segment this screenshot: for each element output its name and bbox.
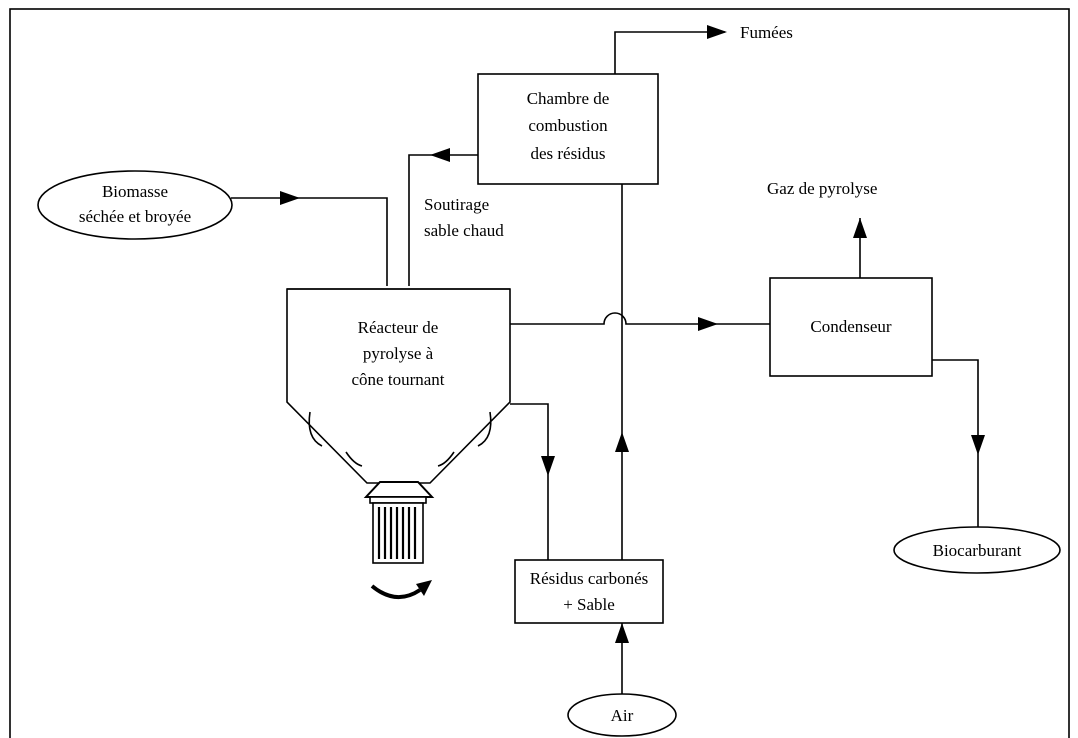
line-reactor-to-condenser [510, 312, 770, 325]
combustion-chamber-box [477, 73, 659, 185]
rotation-arrow-icon [370, 580, 432, 599]
reactor-label-line3: cône tournant [352, 370, 445, 389]
reactor-label-line2: pyrolyse à [363, 344, 434, 363]
hot-sand-label-line2: sable chaud [424, 221, 504, 240]
line-chamber-to-fumes [614, 31, 725, 74]
arrow-biomass [280, 191, 300, 205]
residues-label-line1: Résidus carbonés [530, 569, 649, 588]
arrow-hot-sand [430, 148, 450, 162]
biofuel-output-ellipse [893, 526, 1061, 574]
chamber-label-line3: des résidus [530, 144, 605, 163]
chamber-label-line1: Chambre de [527, 89, 610, 108]
condenser-label: Condenseur [810, 317, 892, 336]
arrow-biofuel [971, 435, 985, 455]
carbon-residues-box [514, 559, 664, 624]
arrow-air-up [615, 623, 629, 643]
hot-sand-label-line1: Soutirage [424, 195, 489, 214]
arrow-fumes [707, 25, 727, 39]
reactor-label-line1: Réacteur de [358, 318, 439, 337]
motor-icon [363, 481, 435, 564]
arrow-residues-down [541, 456, 555, 476]
diagram-frame [9, 8, 1070, 738]
line-biomass-to-reactor [231, 197, 388, 286]
pyrolysis-gas-label: Gaz de pyrolyse [767, 179, 877, 198]
arrow-gas [853, 218, 867, 238]
line-hot-sand-to-chamber [408, 154, 478, 286]
line-condenser-to-biofuel [932, 359, 979, 529]
biofuel-label: Biocarburant [933, 541, 1022, 560]
chamber-label-line2: combustion [528, 116, 608, 135]
line-reactor-to-residues [510, 403, 549, 560]
biomass-label-line2: séchée et broyée [79, 207, 191, 226]
reactor-vessel [286, 288, 511, 484]
biomass-label-line1: Biomasse [102, 182, 168, 201]
air-label: Air [611, 706, 634, 725]
biomass-input-ellipse [37, 170, 233, 240]
arrow-to-condenser [698, 317, 718, 331]
condenser-box [769, 277, 933, 377]
residues-label-line2: + Sable [563, 595, 615, 614]
fumes-label: Fumées [740, 23, 793, 42]
air-input-ellipse [567, 693, 677, 737]
arrow-riser-up [615, 432, 629, 452]
